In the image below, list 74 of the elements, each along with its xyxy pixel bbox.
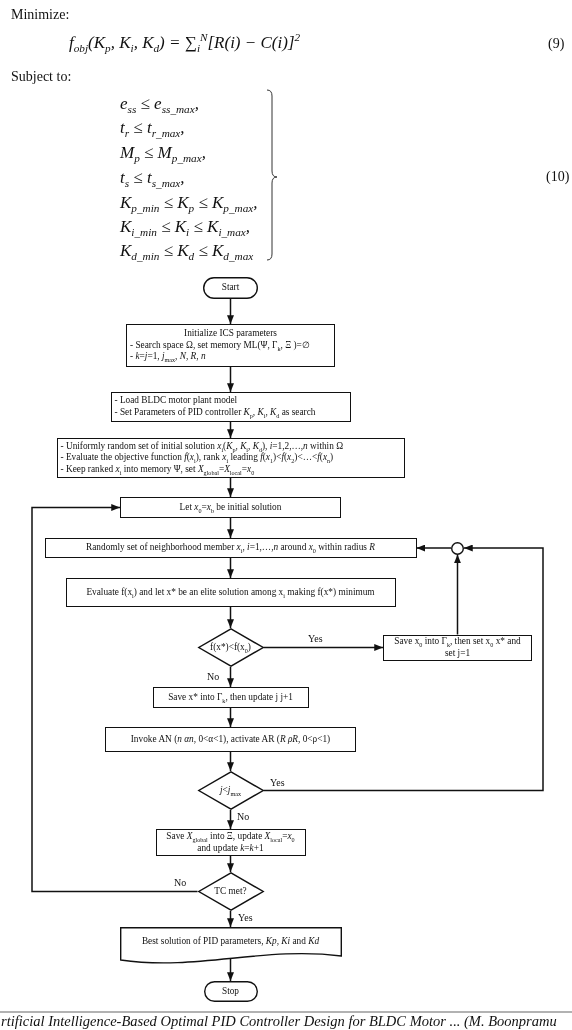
equation-number: (10) [546, 169, 570, 186]
step-text: Save X$_{global}$ into Ξ, update X$_{local}$=x$_{0}$ and update k=k+1 [165, 830, 296, 855]
decision-diamond [197, 628, 264, 667]
equation: K$_{i_min}$ ≤ K$_{i}$ ≤ K$_{i_max}$, [120, 217, 251, 237]
step-text: Save x$_{0}$ into Γ$_{k}$, then set x$_{0}$ x* and set j=1 [394, 635, 521, 660]
flow-arrow [227, 421, 234, 439]
flow-arrow [31, 504, 199, 893]
process-box [155, 829, 306, 856]
flow-arrow [227, 958, 234, 982]
process-box [383, 634, 532, 661]
decision-text: TC met? [214, 885, 247, 898]
edge-label: Yes [237, 912, 254, 923]
terminal-text: Stop [221, 985, 240, 998]
step-text: - Evaluate the objective function f(x$_{i}$), rank x$_{i}$ leading f(x$_{1}$)<f(x$_{2}$)<…<f(x$_{n}$) [60, 452, 334, 464]
edge-label: No [173, 877, 188, 888]
step-text: - Keep ranked x$_{i}$ into memory Ψ, set X$_{global}$=X$_{local}$=x$_{0}$ [60, 463, 255, 476]
equation: K$_{d_min}$ ≤ K$_{d}$ ≤ K$_{d_max}$ [120, 241, 254, 261]
decision-diamond [197, 872, 264, 911]
document-text: Best solution of PID parameters, Kp, Ki and Kd [141, 936, 320, 948]
equation-number: (9) [548, 36, 565, 53]
flow-arrow [415, 544, 452, 552]
footer-text: rtificial Intelligence-Based Optimal PID Controller Design for BLDC Motor ... (M. Boonpramu [1, 1013, 557, 1030]
flow-arrow [262, 644, 384, 651]
edge-label: No [236, 811, 251, 822]
flow-arrow [227, 366, 234, 393]
equation: t$_{s}$ ≤ t$_{s_max}$, [120, 168, 185, 188]
document-box [119, 927, 342, 964]
flow-arrow [227, 910, 234, 928]
step-text: Initialize ICS parameters [184, 328, 277, 340]
edge-label: Yes [269, 777, 286, 788]
flow-arrow [262, 544, 544, 792]
process-box [126, 324, 335, 367]
process-box [65, 578, 396, 607]
flow-arrow [227, 298, 234, 325]
step-text: - Search space Ω, set memory ML(Ψ, Γ$_{k}$, Ξ )=∅ [130, 339, 310, 352]
flow-arrow [227, 707, 234, 728]
edge-label: Yes [307, 633, 324, 644]
equation: f$_{obj}$(K$_{p}$, K$_{i}$, K$_{d}$) = ∑$_{i}$$^{N}$[R(i) − C(i)]$^{2}$ [69, 33, 301, 53]
equation: t$_{r}$ ≤ t$_{r_max}$, [120, 118, 185, 138]
process-box [152, 687, 309, 708]
process-box [44, 538, 417, 558]
step-text: - Load BLDC motor plant model [114, 395, 238, 407]
step-text: Let x$_{0}$=x$_{b}$ be initial solution [179, 501, 282, 514]
flow-arrow [227, 855, 234, 873]
step-text: Save x* into Γ$_{k}$, then update j j+1 [168, 691, 293, 704]
flow-arrow [227, 517, 234, 539]
flow-arrow [227, 809, 234, 830]
process-box [105, 727, 356, 752]
connector-circle [451, 541, 464, 555]
step-text: Evaluate f(x$_{i}$) and let x* be an elite solution among x$_{i}$ making f(x*) minimum [86, 586, 375, 599]
terminal-text: Start [221, 282, 240, 294]
equation: K$_{p_min}$ ≤ K$_{p}$ ≤ K$_{p_max}$, [120, 193, 258, 213]
step-text: Randomly set of neighborhood member x$_{i}$, i=1,…,n around x$_{0}$ within radius R [86, 542, 375, 554]
flow-arrow [227, 751, 234, 772]
section-label: Subject to: [11, 69, 72, 86]
flow-arrow [227, 666, 234, 688]
flow-arrow [454, 553, 461, 636]
decision-text: f(x*)<f(x$_{0}$) [210, 641, 251, 654]
decision-text: j<j$_{max}$ [220, 784, 241, 797]
flow-arrow [227, 606, 234, 629]
step-text: - k=j=1, j$_{max}$, N, R, n [130, 351, 206, 363]
flow-arrow [227, 477, 234, 498]
equation: M$_{p}$ ≤ M$_{p_max}$, [120, 143, 206, 163]
process-box [56, 438, 405, 478]
equation: e$_{ss}$ ≤ e$_{ss_max}$, [120, 94, 199, 114]
process-box [120, 497, 341, 518]
edge-label: No [206, 671, 221, 682]
step-text: Invoke AN (n αn, 0<α<1), activate AR (R ρR, 0<ρ<1) [130, 733, 331, 746]
decision-diamond [197, 771, 264, 810]
step-text: - Uniformly random set of initial solution x$_{i}$(K$_{p}$, K$_{i}$, K$_{d}$), i=1,2,…,n within Ω [60, 440, 344, 453]
step-text: - Set Parameters of PID controller K$_{p}$, K$_{i}$, K$_{d}$ as search [114, 407, 316, 419]
flow-arrow [227, 557, 234, 579]
process-box [110, 392, 351, 422]
section-label: Minimize: [11, 7, 70, 24]
